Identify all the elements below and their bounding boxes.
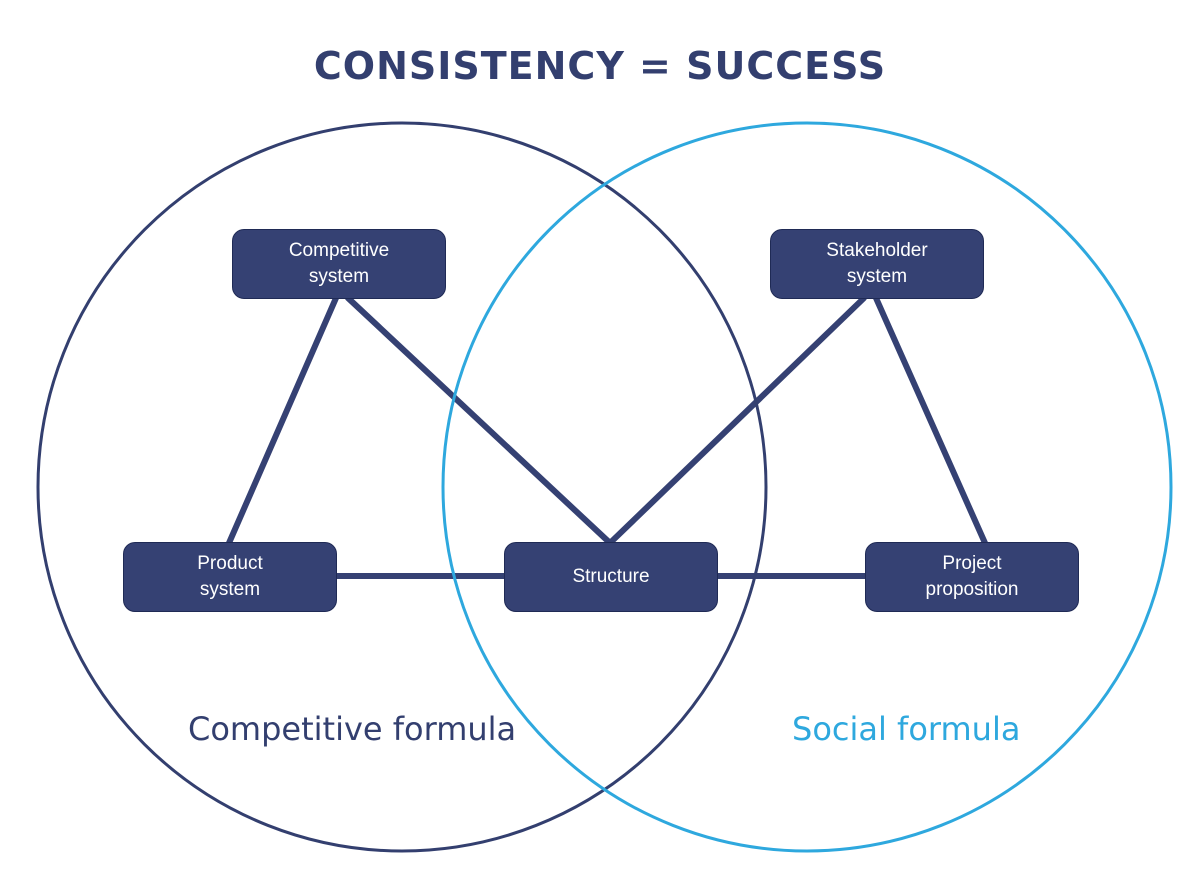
node-product-system: Product system [123, 542, 337, 612]
node-stakeholder-system: Stakeholder system [770, 229, 984, 299]
line-stakeholder-structure [607, 295, 867, 546]
line-competitive-structure [345, 295, 613, 546]
node-competitive-system: Competitive system [232, 229, 446, 299]
line-stakeholder-project [873, 295, 988, 546]
diagram-title: CONSISTENCY = SUCCESS [313, 44, 887, 88]
competitive-formula-label: Competitive formula [188, 710, 517, 748]
social-formula-circle [441, 121, 1173, 853]
line-competitive-product [226, 295, 339, 546]
node-project-proposition: Project proposition [865, 542, 1079, 612]
node-structure: Structure [504, 542, 718, 612]
competitive-formula-circle [36, 121, 768, 853]
social-formula-label: Social formula [792, 710, 1021, 748]
